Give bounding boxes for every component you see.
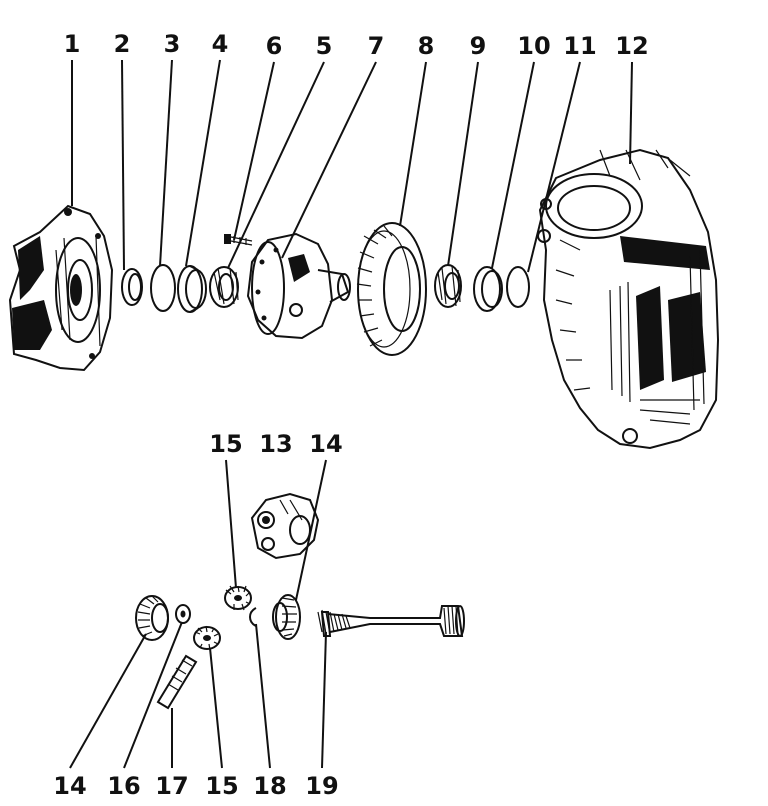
bearing-race [121, 268, 143, 306]
ring-gear [356, 222, 427, 356]
side-gear-left [135, 595, 169, 641]
planet-pinion-lower [193, 625, 221, 651]
thrust-washer [175, 604, 191, 624]
side-gear-right [272, 594, 301, 640]
callout-19: 19 [305, 772, 338, 800]
callout-17: 17 [155, 772, 188, 800]
callout-11: 11 [563, 32, 596, 60]
callout-12: 12 [615, 32, 648, 60]
final-drive-cover [8, 204, 114, 372]
callout-8: 8 [418, 32, 435, 60]
callout-14-upper: 14 [309, 430, 342, 458]
callout-1: 1 [64, 30, 81, 58]
spacer-block [250, 492, 320, 560]
screw [224, 234, 253, 246]
callout-9: 9 [470, 32, 487, 60]
bearing-cup [177, 265, 207, 313]
callout-16: 16 [107, 772, 140, 800]
bearing-cup-2 [473, 266, 503, 312]
transmission-case [537, 148, 720, 450]
differential-housing [246, 232, 351, 340]
leader-lines [69, 59, 633, 769]
shim [150, 264, 176, 312]
callout-15-upper: 15 [209, 430, 242, 458]
callout-2: 2 [114, 30, 131, 58]
tapered-roller-bearing-2 [434, 264, 462, 308]
planet-pinion-upper [224, 585, 252, 611]
callout-6: 6 [266, 32, 283, 60]
callout-4: 4 [212, 30, 229, 58]
callout-18: 18 [253, 772, 286, 800]
callout-14-lower: 14 [53, 772, 86, 800]
callout-15-lower: 15 [205, 772, 238, 800]
tapered-roller-bearing [209, 266, 239, 308]
shim-2 [506, 266, 530, 308]
callout-7: 7 [368, 32, 385, 60]
callout-10: 10 [517, 32, 550, 60]
pinion-shaft-pin [156, 654, 198, 710]
drive-shaft [317, 605, 465, 637]
circlip [249, 607, 257, 627]
callout-5: 5 [316, 32, 333, 60]
callout-3: 3 [164, 30, 181, 58]
callout-13: 13 [259, 430, 292, 458]
